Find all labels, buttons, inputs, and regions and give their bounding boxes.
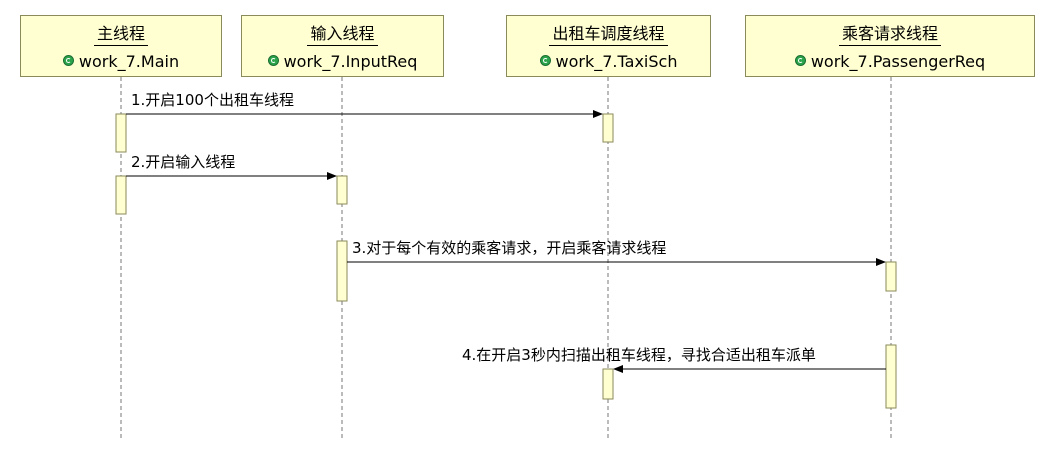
class-icon [794, 55, 806, 66]
activation-taxisch-1 [602, 113, 614, 143]
lifeline-class-label: work_7.Main [78, 52, 180, 71]
lifeline-class-label: work_7.PassengerReq [810, 52, 986, 71]
activation-passengerreq-1 [885, 261, 897, 292]
class-icon [539, 55, 551, 66]
lifeline-inputreq[interactable]: 输入线程 work_7.InputReq [241, 15, 444, 77]
lifeline-name: 输入线程 [307, 24, 378, 46]
lifeline-taxisch[interactable]: 出租车调度线程 work_7.TaxiSch [506, 15, 711, 77]
activation-inputreq-1 [336, 175, 348, 205]
activation-passengerreq-2 [885, 344, 897, 409]
activation-taxisch-2 [602, 368, 614, 400]
lifeline-name: 乘客请求线程 [838, 24, 941, 46]
activation-main-2 [115, 175, 127, 215]
message-4-label: 4.在开启3秒内扫描出租车线程，寻找合适出租车派单 [462, 346, 816, 364]
message-1-label: 1.开启100个出租车线程 [131, 91, 294, 109]
class-icon [267, 55, 279, 66]
lifeline-name: 主线程 [93, 24, 148, 46]
lifeline-name: 出租车调度线程 [549, 24, 668, 46]
class-icon [62, 55, 74, 66]
activation-main-1 [115, 113, 127, 153]
lifeline-class-label: work_7.InputReq [283, 52, 418, 71]
lifeline-main[interactable]: 主线程 work_7.Main [20, 15, 222, 77]
lifeline-class-label: work_7.TaxiSch [555, 52, 678, 71]
lifeline-passengerreq[interactable]: 乘客请求线程 work_7.PassengerReq [745, 15, 1035, 77]
activation-inputreq-2 [336, 240, 348, 302]
message-3-label: 3.对于每个有效的乘客请求，开启乘客请求线程 [352, 239, 667, 257]
message-2-label: 2.开启输入线程 [131, 153, 236, 171]
